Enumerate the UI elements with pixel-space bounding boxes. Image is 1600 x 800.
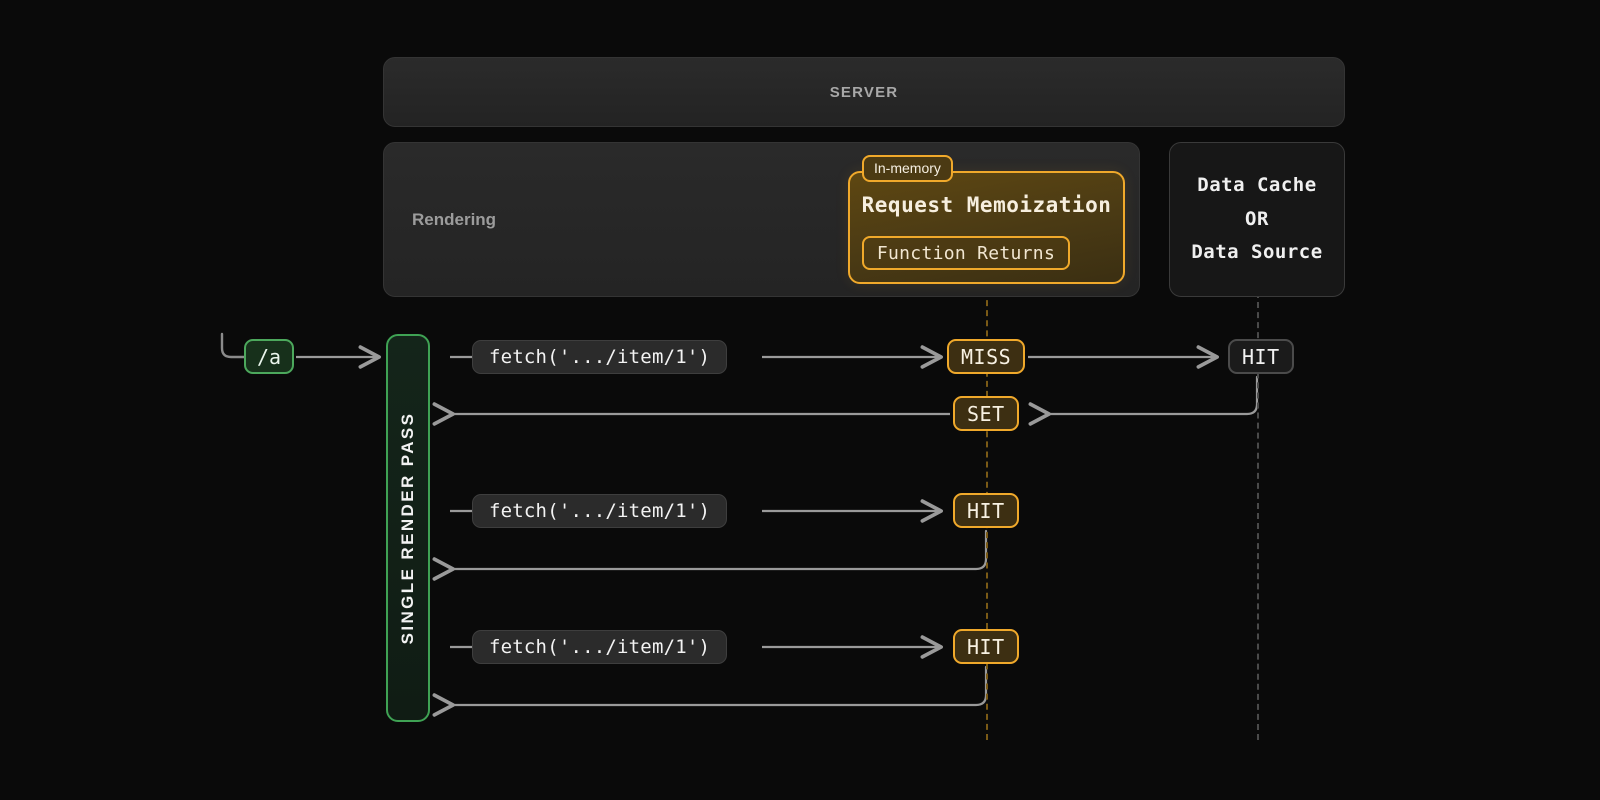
server-label: SERVER <box>829 83 899 101</box>
memo-status-row-2: HIT <box>953 493 1019 528</box>
request-memoization-card: Request Memoization Function Returns <box>848 171 1125 284</box>
memo-status-row-1: MISS <box>947 339 1026 374</box>
fetch-call-row-3: fetch('.../item/1') <box>472 630 728 664</box>
data-cache-line-2: OR <box>1245 207 1269 230</box>
rendering-label: Rendering <box>412 209 497 229</box>
memo-status-row-3: HIT <box>953 629 1019 664</box>
entry-elbow-icon <box>220 332 246 359</box>
arrow-row3-return <box>432 665 988 717</box>
data-cache-line-3: Data Source <box>1191 241 1323 264</box>
memo-set-row-1: SET <box>953 396 1019 431</box>
request-memoization-title: Request Memoization <box>861 193 1112 217</box>
single-render-pass-bar: SINGLE RENDER PASS <box>386 334 430 722</box>
server-container: SERVER <box>383 57 1345 127</box>
data-cache-status-row-1: HIT <box>1228 339 1294 374</box>
in-memory-badge: In-memory <box>862 155 953 182</box>
fetch-call-row-1: fetch('.../item/1') <box>472 340 728 374</box>
wire-cache-return <box>1028 375 1259 426</box>
data-cache-lifeline <box>1257 292 1259 740</box>
single-render-pass-label: SINGLE RENDER PASS <box>398 411 417 645</box>
arrow-row2-return <box>432 529 988 581</box>
route-badge: /a <box>244 339 294 374</box>
data-cache-container: Data Cache OR Data Source <box>1169 142 1345 297</box>
fetch-call-row-2: fetch('.../item/1') <box>472 494 728 528</box>
data-cache-line-1: Data Cache <box>1197 174 1317 197</box>
function-returns-chip: Function Returns <box>862 236 1070 270</box>
